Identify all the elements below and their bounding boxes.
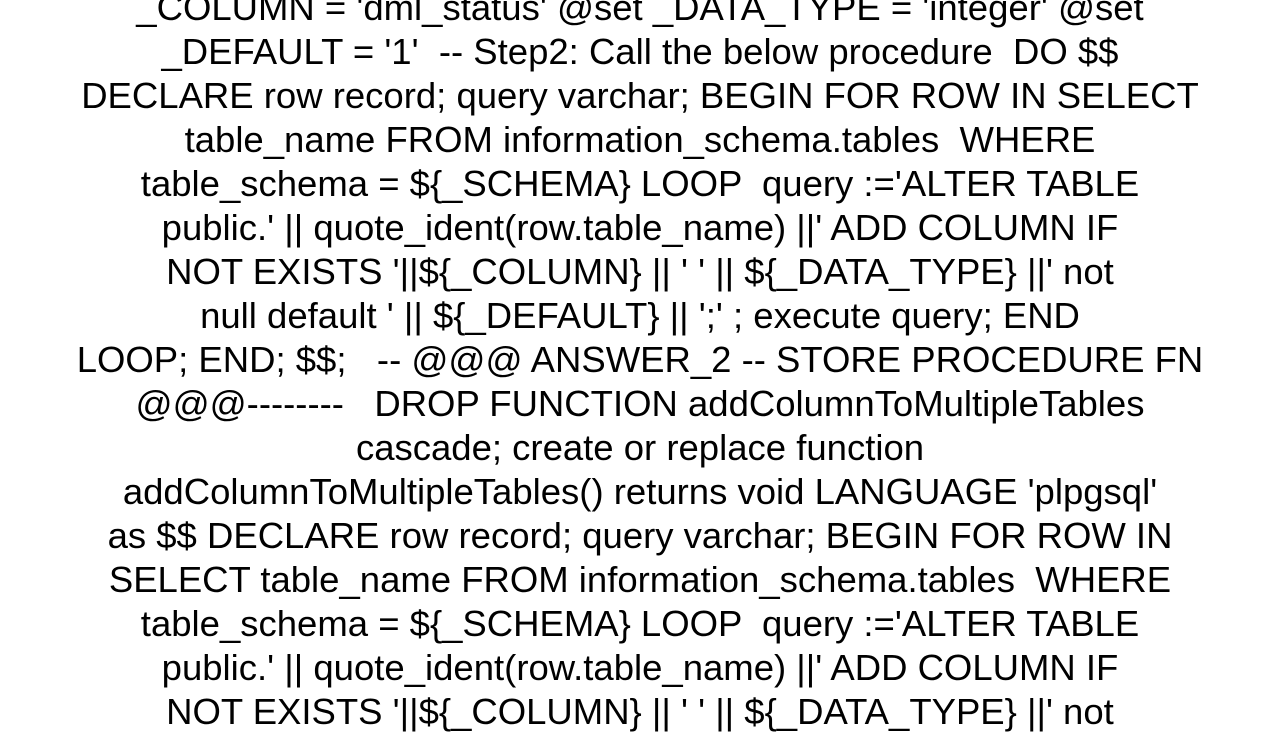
text-line: _DEFAULT = '1' -- Step2: Call the below … [161, 31, 1119, 72]
text-line: NOT EXISTS '||${_COLUMN} || ' ' || ${_DA… [166, 691, 1114, 732]
text-line: table_schema = ${_SCHEMA} LOOP query :='… [140, 163, 1140, 204]
text-line: _COLUMN = 'dml_status' @set _DATA_TYPE =… [136, 0, 1144, 28]
text-line: public.' || quote_ident(row.table_name) … [161, 647, 1119, 688]
text-line: cascade; create or replace function [355, 427, 925, 468]
text-line: public.' || quote_ident(row.table_name) … [161, 207, 1119, 248]
text-line: @@@-------- DROP FUNCTION addColumnToMul… [135, 383, 1145, 424]
text-line: addColumnToMultipleTables() returns void… [122, 471, 1158, 512]
text-line: SELECT table_name FROM information_schem… [108, 559, 1172, 600]
text-line: DECLARE row record; query varchar; BEGIN… [81, 75, 1199, 116]
text-line: NOT EXISTS '||${_COLUMN} || ' ' || ${_DA… [166, 251, 1114, 292]
text-line: table_schema = ${_SCHEMA} LOOP query :='… [140, 603, 1140, 644]
text-line: as $$ DECLARE row record; query varchar;… [107, 515, 1173, 556]
text-line: table_name FROM information_schema.table… [184, 119, 1096, 160]
text-line: null default ' || ${_DEFAULT} || ';' ; e… [200, 295, 1080, 336]
text-line: LOOP; END; $$; -- @@@ ANSWER_2 -- STORE … [76, 339, 1204, 380]
